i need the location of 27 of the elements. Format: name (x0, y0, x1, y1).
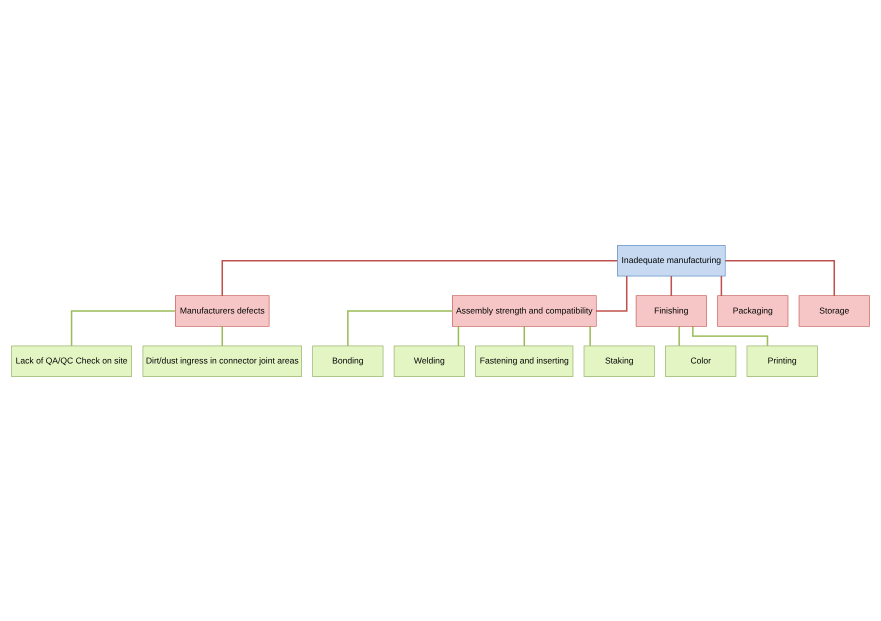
connector (458, 326, 460, 346)
connector (524, 326, 526, 346)
connector (725, 260, 836, 296)
connector (589, 326, 591, 346)
node-box: Finishing (636, 294, 707, 326)
node-box: Staking (584, 345, 655, 376)
node-box: Welding (394, 345, 465, 376)
node-box: Dirt/dust ingress in connector joint areas (142, 345, 302, 376)
connector (222, 260, 618, 296)
node-box: Printing (746, 345, 818, 376)
connector (720, 276, 722, 296)
node-box: Storage (798, 294, 870, 326)
node-box: Manufacturers defects (175, 294, 270, 326)
node-box: Bonding (312, 345, 384, 376)
node-box: Color (665, 345, 736, 376)
connector (692, 326, 768, 346)
connector (222, 326, 224, 346)
node-box: Lack of QA/QC Check on site (11, 345, 132, 376)
node-box: Fastening and inserting (475, 345, 574, 376)
node-box: Inadequate manufacturing (617, 244, 726, 276)
connector (596, 276, 628, 312)
node-box: Packaging (717, 294, 788, 326)
connector (678, 326, 680, 346)
connector (347, 310, 452, 346)
node-box: Assembly strength and compatibility (452, 294, 597, 326)
connector (670, 276, 672, 296)
connector (70, 310, 176, 346)
